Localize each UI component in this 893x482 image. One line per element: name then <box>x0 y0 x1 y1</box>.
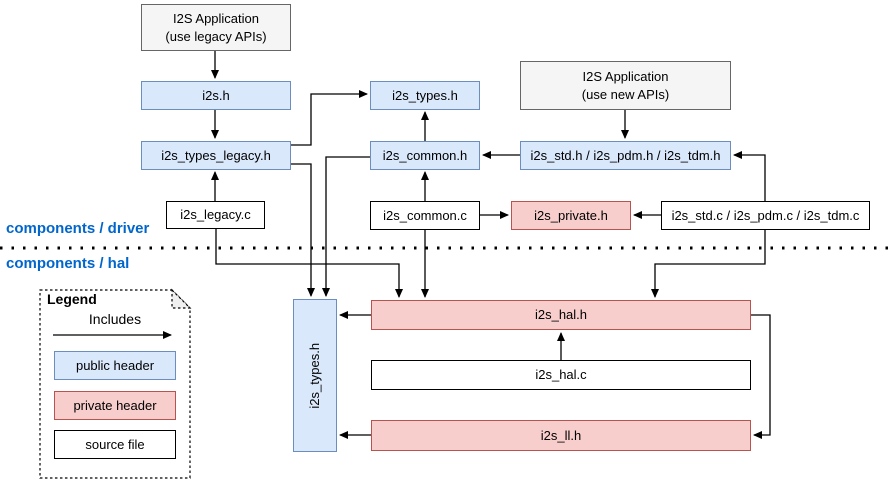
node-i2s-types-legacy-h: i2s_types_legacy.h <box>141 141 291 170</box>
edge-i2s-std-c-to-i2s-hal-h <box>651 230 766 298</box>
node-i2s-private-h: i2s_private.h <box>511 201 631 230</box>
node-label: i2s_std.h / i2s_pdm.h / i2s_tdm.h <box>530 147 721 163</box>
node-i2s-std-pdm-tdm-c: i2s_std.c / i2s_pdm.c / i2s_tdm.c <box>661 201 870 230</box>
node-i2s-application-new: I2S Application (use new APIs) <box>520 61 731 110</box>
node-i2s-h: i2s.h <box>141 81 291 110</box>
node-label: i2s_hal.c <box>535 367 587 383</box>
node-label: i2s_types.h <box>307 342 323 409</box>
node-i2s-common-h: i2s_common.h <box>370 141 480 170</box>
node-label: i2s_legacy.c <box>180 207 251 223</box>
node-i2s-types-h: i2s_types.h <box>370 81 480 110</box>
node-i2s-common-c: i2s_common.c <box>370 201 480 230</box>
section-label-driver: components / driver <box>6 220 150 237</box>
edge-i2s-legacy-c-to-i2s-hal-h <box>215 229 403 298</box>
node-i2s-std-pdm-tdm-h: i2s_std.h / i2s_pdm.h / i2s_tdm.h <box>520 141 731 170</box>
node-label: i2s_types_legacy.h <box>161 147 271 163</box>
edge-i2s-hal-h-to-i2s-ll-h <box>751 314 771 439</box>
node-label: i2s_private.h <box>534 207 608 223</box>
edge-i2s-types-legacy-h-to-i2s-types-h-hal <box>291 163 315 297</box>
legend-private-header-swatch: private header <box>54 391 176 420</box>
node-i2s-hal-h: i2s_hal.h <box>371 300 751 330</box>
legend-title: Legend <box>47 291 97 307</box>
node-i2s-ll-h: i2s_ll.h <box>371 420 751 451</box>
legend-source-file-swatch: source file <box>54 430 176 459</box>
node-label: i2s_common.h <box>382 147 468 163</box>
node-i2s-legacy-c: i2s_legacy.c <box>166 201 265 229</box>
node-label: i2s_hal.h <box>534 307 588 323</box>
node-label: I2S Application <box>582 68 669 84</box>
edge-i2s-std-c-to-i2s-std-h <box>733 151 766 201</box>
legend-swatch-label: private header <box>73 397 157 413</box>
node-i2s-hal-c: i2s_hal.c <box>371 360 751 390</box>
node-label: i2s.h <box>202 87 230 103</box>
legend-folded-corner <box>171 288 192 309</box>
section-label-hal: components / hal <box>6 255 130 272</box>
node-label: (use new APIs) <box>581 86 670 102</box>
edge-i2s-types-legacy-h-to-i2s-types-h <box>291 90 368 146</box>
legend-swatch-label: source file <box>85 436 145 452</box>
node-label: i2s_types.h <box>392 87 458 103</box>
node-i2s-types-h-hal: i2s_types.h <box>293 299 337 452</box>
node-label: (use legacy APIs) <box>165 28 267 44</box>
legend-swatch-label: public header <box>75 357 155 373</box>
node-label: i2s_std.c / i2s_pdm.c / i2s_tdm.c <box>671 207 860 223</box>
edge-i2s-common-h-to-i2s-types-h-hal <box>322 156 370 297</box>
node-i2s-application-legacy: I2S Application (use legacy APIs) <box>141 4 291 51</box>
node-label: I2S Application <box>172 10 259 26</box>
node-label: i2s_common.c <box>383 207 467 223</box>
legend-public-header-swatch: public header <box>54 351 176 380</box>
node-label: i2s_ll.h <box>540 427 582 443</box>
legend-includes-label: Includes <box>88 311 142 327</box>
